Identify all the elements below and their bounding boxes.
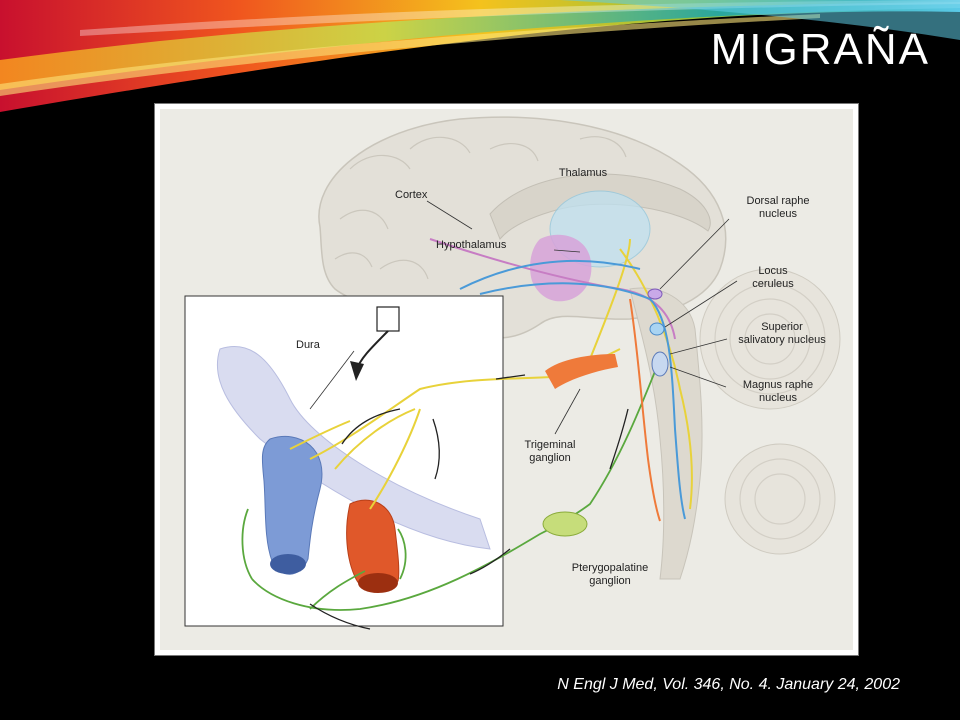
label-thalamus: Thalamus [558, 167, 608, 179]
label-cortex: Cortex [395, 189, 428, 201]
label-dorsal-raphe-line1: Dorsal raphe [746, 195, 810, 207]
label-trigeminal-ganglion-line2: ganglion [529, 452, 571, 464]
label-trigeminal-ganglion: Trigeminal ganglion [510, 439, 590, 465]
label-locus-ceruleus: Locus ceruleus [738, 265, 808, 291]
label-magnus-raphe-line2: nucleus [759, 392, 797, 404]
label-magnus-raphe: Magnus raphe nucleus [728, 379, 828, 405]
label-superior-salivatory-line2: salivatory nucleus [738, 334, 826, 346]
slide-title: MIGRAÑA [710, 25, 930, 74]
label-hypothalamus: Hypothalamus [436, 239, 507, 251]
label-locus-ceruleus-line2: ceruleus [752, 278, 794, 290]
label-dorsal-raphe: Dorsal raphe nucleus [728, 195, 828, 221]
decorative-streaks [0, 0, 960, 112]
label-pterygopalatine-ganglion: Pterygopalatine ganglion [555, 562, 665, 588]
label-magnus-raphe-line1: Magnus raphe [742, 379, 814, 391]
label-dura: Dura [296, 339, 320, 351]
migraine-pathway-diagram: Cortex Thalamus Hypothalamus Dorsal raph… [160, 109, 853, 650]
label-superior-salivatory-line1: Superior [761, 321, 803, 333]
citation: N Engl J Med, Vol. 346, No. 4. January 2… [557, 676, 900, 693]
label-pterygopalatine-ganglion-line1: Pterygopalatine [571, 562, 649, 574]
figure-frame: Cortex Thalamus Hypothalamus Dorsal raph… [154, 103, 859, 656]
anatomy-illustration [184, 116, 841, 630]
label-superior-salivatory: Superior salivatory nucleus [722, 321, 842, 347]
label-trigeminal-ganglion-line1: Trigeminal [524, 439, 576, 451]
label-pterygopalatine-ganglion-line2: ganglion [589, 575, 631, 587]
label-locus-ceruleus-line1: Locus [758, 265, 788, 277]
label-dorsal-raphe-line2: nucleus [759, 208, 797, 220]
